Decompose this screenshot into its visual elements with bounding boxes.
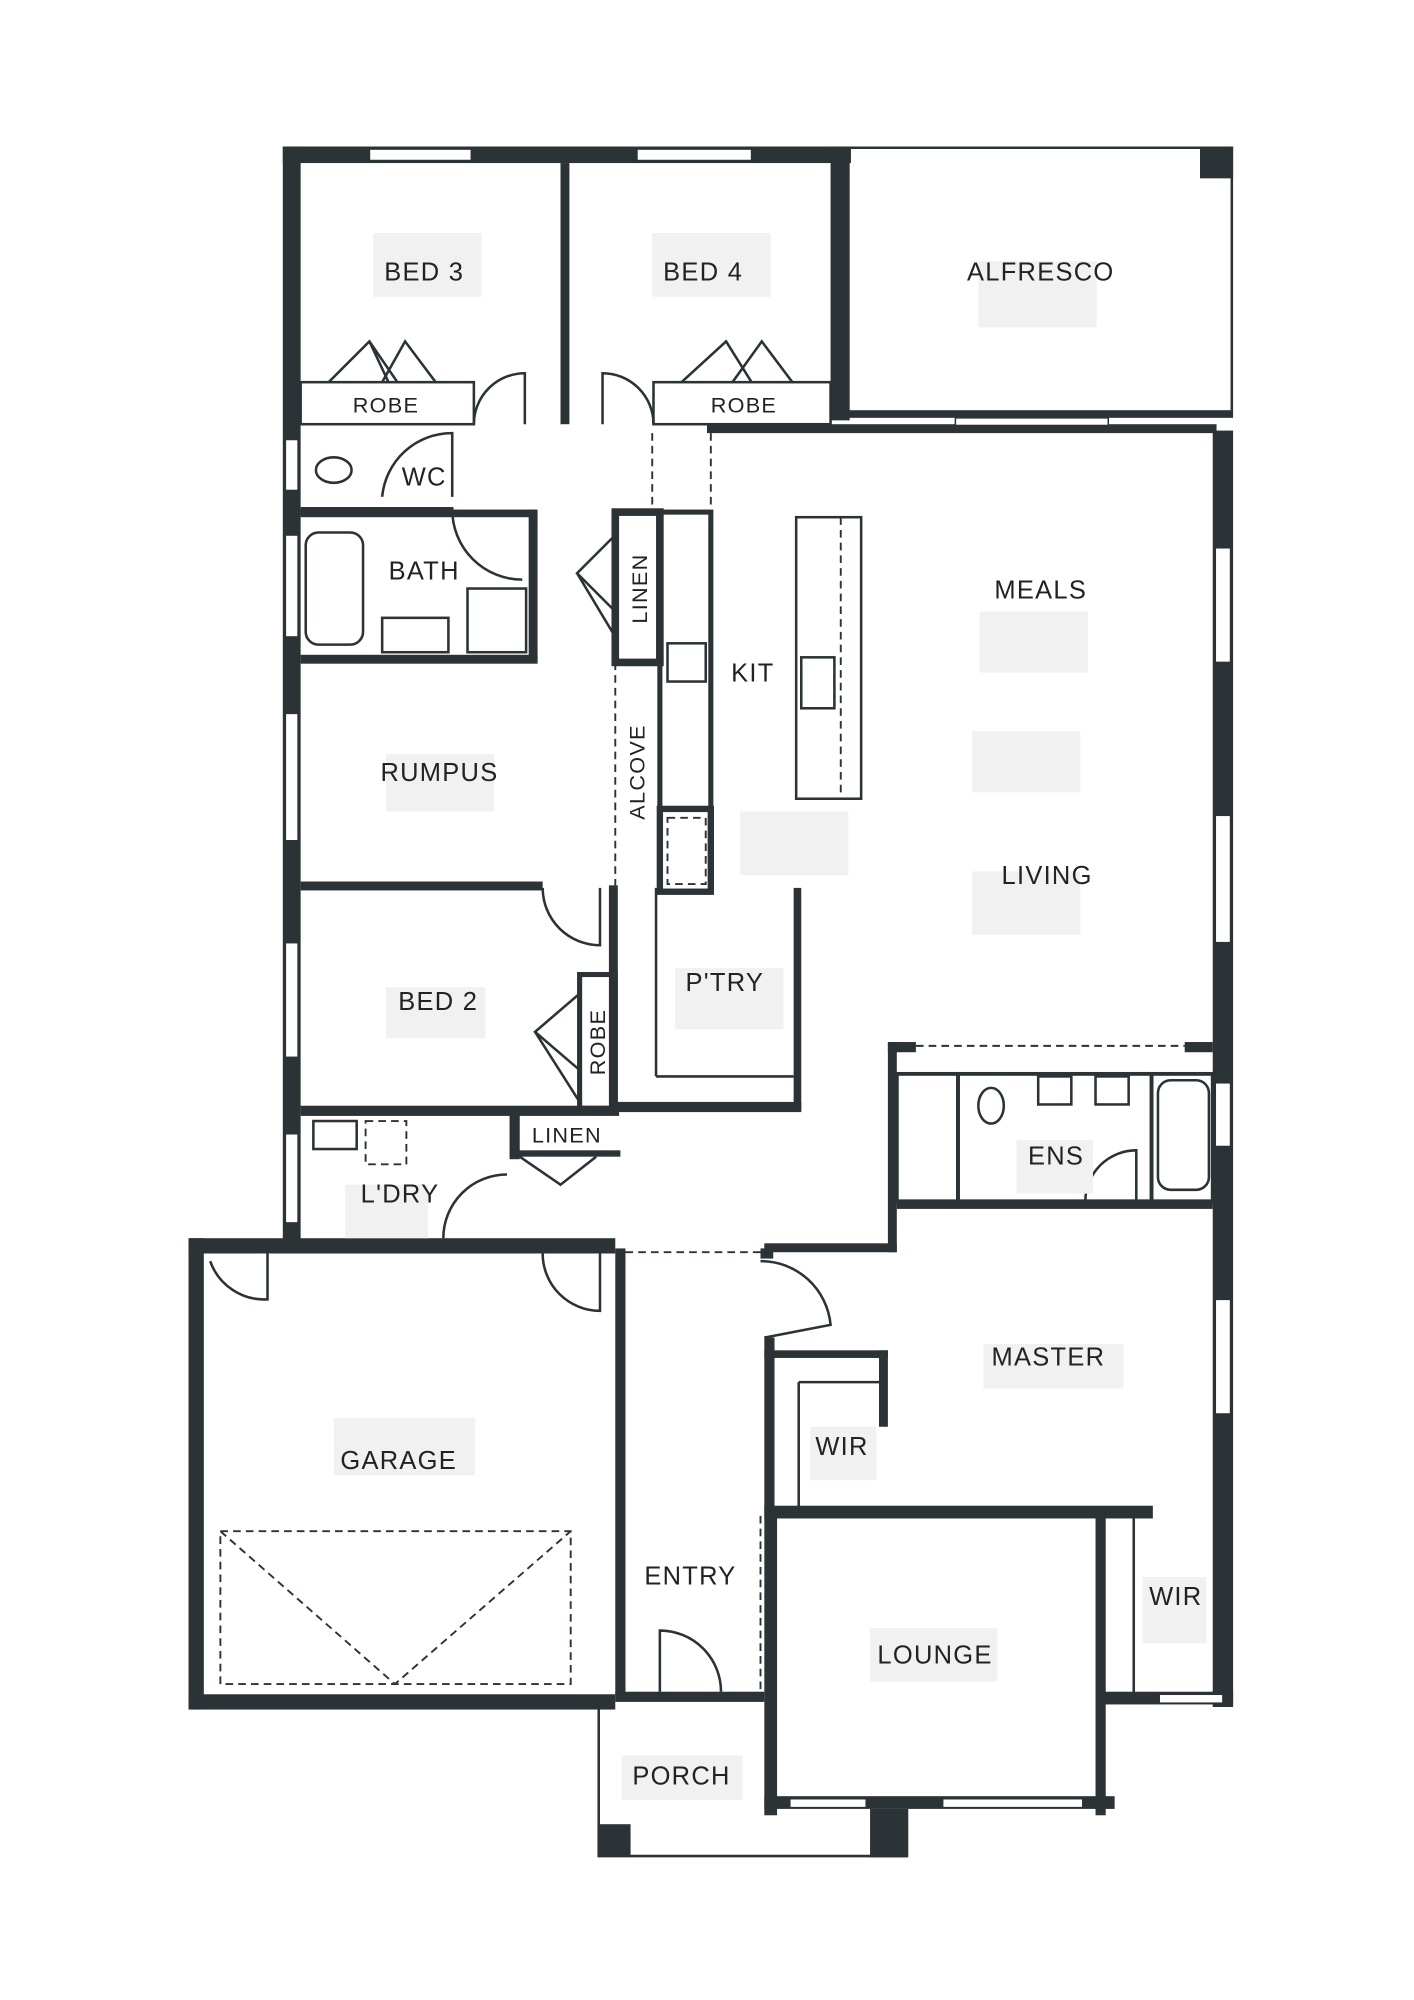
room-label-pantry: P'TRY xyxy=(685,969,764,997)
room-label-porch: PORCH xyxy=(632,1763,730,1791)
room-label-robe-bed2: ROBE xyxy=(585,1009,610,1075)
shower-icon xyxy=(466,587,528,654)
room-label-wc: WC xyxy=(402,463,447,491)
room-label-living: LIVING xyxy=(1002,862,1093,890)
label-tags xyxy=(333,233,1207,1800)
ensuite-basin-icon xyxy=(1094,1075,1130,1106)
kitchen-island xyxy=(794,515,863,801)
room-label-garage: GARAGE xyxy=(340,1447,457,1475)
laundry-tub-icon xyxy=(312,1119,358,1151)
room-label-wir-lounge: WIR xyxy=(1149,1583,1202,1611)
ensuite-basin-icon xyxy=(1036,1075,1073,1106)
garage-door xyxy=(219,1530,572,1686)
ensuite-bathtub-icon xyxy=(1156,1078,1211,1192)
room-label-linen-hall: LINEN xyxy=(627,553,652,623)
room-label-kit: KIT xyxy=(731,660,774,688)
room-label-lounge: LOUNGE xyxy=(877,1642,992,1670)
room-label-bath: BATH xyxy=(389,558,460,586)
room-label-rumpus: RUMPUS xyxy=(380,759,498,787)
room-label-bed3: BED 3 xyxy=(384,258,464,286)
room-label-alfresco: ALFRESCO xyxy=(967,258,1114,286)
room-label-robe-bed3: ROBE xyxy=(353,393,419,418)
sink-icon xyxy=(799,656,836,710)
doors xyxy=(208,339,1138,1692)
room-label-entry: ENTRY xyxy=(644,1563,736,1591)
room-label-wir-master: WIR xyxy=(815,1433,868,1461)
fridge-icon xyxy=(666,816,707,886)
cooktop-icon xyxy=(666,642,708,683)
bathtub-icon xyxy=(304,531,365,646)
basin-icon xyxy=(380,616,450,654)
dryer-icon xyxy=(364,1120,408,1166)
room-label-alcove: ALCOVE xyxy=(625,724,650,819)
room-label-bed4: BED 4 xyxy=(663,258,743,286)
room-label-bed2: BED 2 xyxy=(398,988,478,1016)
room-label-ensuite: ENS xyxy=(1028,1142,1084,1170)
room-label-laundry: L'DRY xyxy=(361,1181,440,1209)
room-label-meals: MEALS xyxy=(994,577,1087,605)
room-label-master: MASTER xyxy=(992,1344,1106,1372)
room-label-robe-bed4: ROBE xyxy=(711,393,777,418)
room-labels: BED 3 BED 4 ALFRESCO ROBE ROBE WC BATH L… xyxy=(340,258,1202,1791)
ensuite-toilet-icon xyxy=(977,1086,1006,1125)
toilet-icon xyxy=(314,456,353,485)
windows xyxy=(284,148,1232,1809)
room-label-linen-laundry: LINEN xyxy=(532,1123,602,1148)
fixtures xyxy=(219,433,1211,1686)
